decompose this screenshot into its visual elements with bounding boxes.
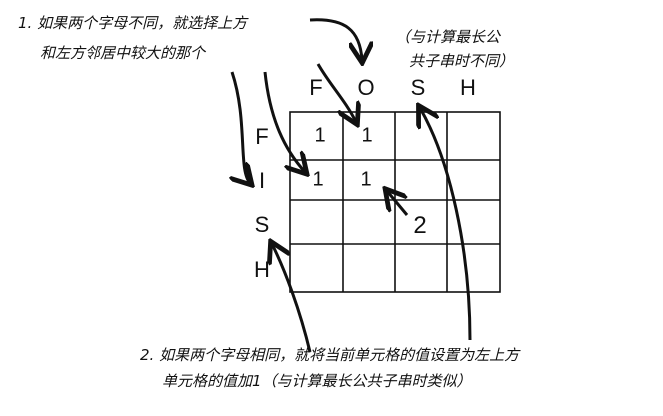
arrow-to-cell-i-f (263, 71, 305, 172)
arrow-to-cell-f-o (316, 63, 356, 122)
row-label: S (254, 212, 270, 237)
row-label: F (255, 124, 269, 149)
arrow-from-2 (387, 191, 409, 216)
grid-cell: 1 (314, 124, 326, 147)
grid-cell: 2 (413, 212, 427, 239)
note-1-line-2: 和左方邻居中较大的那个 (40, 44, 206, 62)
column-label: O (357, 75, 375, 100)
grid-cell: 1 (361, 124, 373, 147)
arrow-to-row-s (272, 244, 312, 353)
arrows (232, 18, 472, 353)
note-1-aside-line-2: 共子串时不同） (409, 52, 515, 70)
note-1-aside-line-1: （与计算最长公 (395, 28, 501, 46)
arrow-to-col-s (420, 108, 472, 341)
note-1-aside: （与计算最长公 共子串时不同） (395, 22, 514, 76)
note-1-line-1: 1. 如果两个字母不同，就选择上方 (18, 14, 248, 32)
note-2-line-2: 单元格的值加1（与计算最长公共子串时类似） (162, 372, 472, 390)
column-label: S (410, 75, 426, 100)
arrow-to-col-o (309, 18, 362, 60)
row-label: H (254, 257, 270, 282)
grid-cell: 1 (360, 168, 372, 191)
grid-lines (289, 111, 501, 293)
note-2: 2. 如果两个字母相同，就将当前单元格的值设置为左上方 单元格的值加1（与计算最… (140, 340, 519, 396)
arrow-to-row-i (232, 71, 250, 183)
note-2-line-1: 2. 如果两个字母相同，就将当前单元格的值设置为左上方 (140, 346, 520, 364)
row-label: I (258, 168, 266, 193)
column-label: H (460, 75, 476, 100)
column-label: F (309, 75, 323, 100)
note-1: 1. 如果两个字母不同，就选择上方 和左方邻居中较大的那个 (18, 8, 247, 68)
grid-cell: 1 (312, 168, 324, 191)
